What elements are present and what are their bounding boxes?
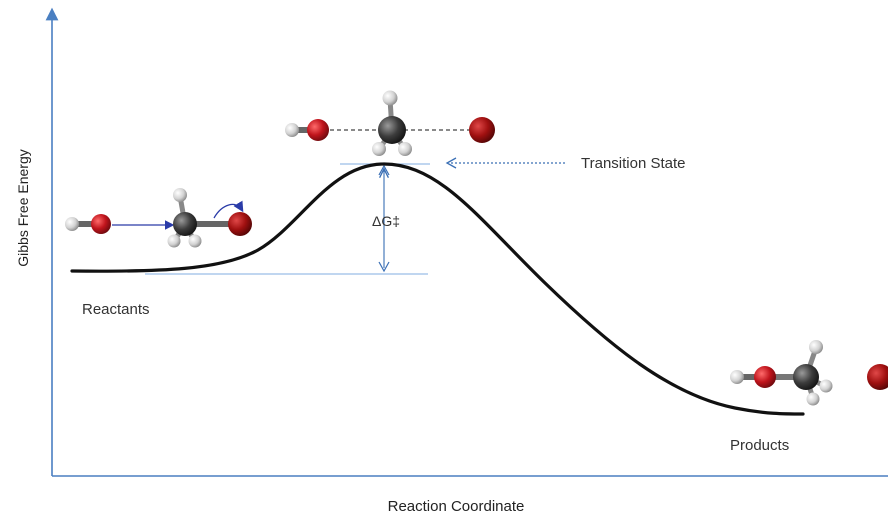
hydrogen-atom	[806, 392, 820, 406]
bromine-atom	[469, 117, 495, 143]
hydrogen-atom	[285, 123, 299, 137]
hydrogen-atom	[730, 370, 744, 384]
product-molecules	[730, 340, 888, 406]
carbon-atom	[378, 116, 406, 144]
hydrogen-atom	[65, 217, 79, 231]
delta-g-arrow-head-top	[378, 164, 390, 176]
hydrogen-atom	[398, 142, 412, 156]
oxygen-atom	[754, 366, 776, 388]
leaving-group-arrow	[213, 200, 244, 219]
hydrogen-atom	[372, 142, 386, 156]
hydrogen-atom	[167, 234, 181, 248]
hydrogen-atom	[382, 90, 398, 106]
bromine-atom	[228, 212, 252, 236]
y-axis-label: Gibbs Free Energy	[15, 149, 31, 267]
delta-g-arrow-head-bottom	[378, 261, 390, 273]
reaction-energy-curve	[70, 162, 805, 416]
x-axis-label: Reaction Coordinate	[388, 498, 525, 515]
bromide-ion	[867, 364, 888, 390]
reactant-molecules	[65, 188, 252, 248]
hydrogen-atom	[173, 188, 187, 202]
hydrogen-atom	[188, 234, 202, 248]
carbon-atom	[793, 364, 819, 390]
oxygen-atom	[91, 214, 111, 234]
delta-g-label: ΔG‡	[372, 213, 400, 229]
oxygen-atom	[307, 119, 329, 141]
transition-state-pointer-head	[445, 157, 457, 169]
products-label: Products	[730, 437, 789, 454]
transition-state-label: Transition State	[581, 155, 686, 172]
reactants-label: Reactants	[82, 301, 150, 318]
hydrogen-atom	[819, 379, 833, 393]
carbon-atom	[173, 212, 197, 236]
hydrogen-atom	[809, 340, 823, 354]
transition-state-molecule	[285, 90, 495, 156]
